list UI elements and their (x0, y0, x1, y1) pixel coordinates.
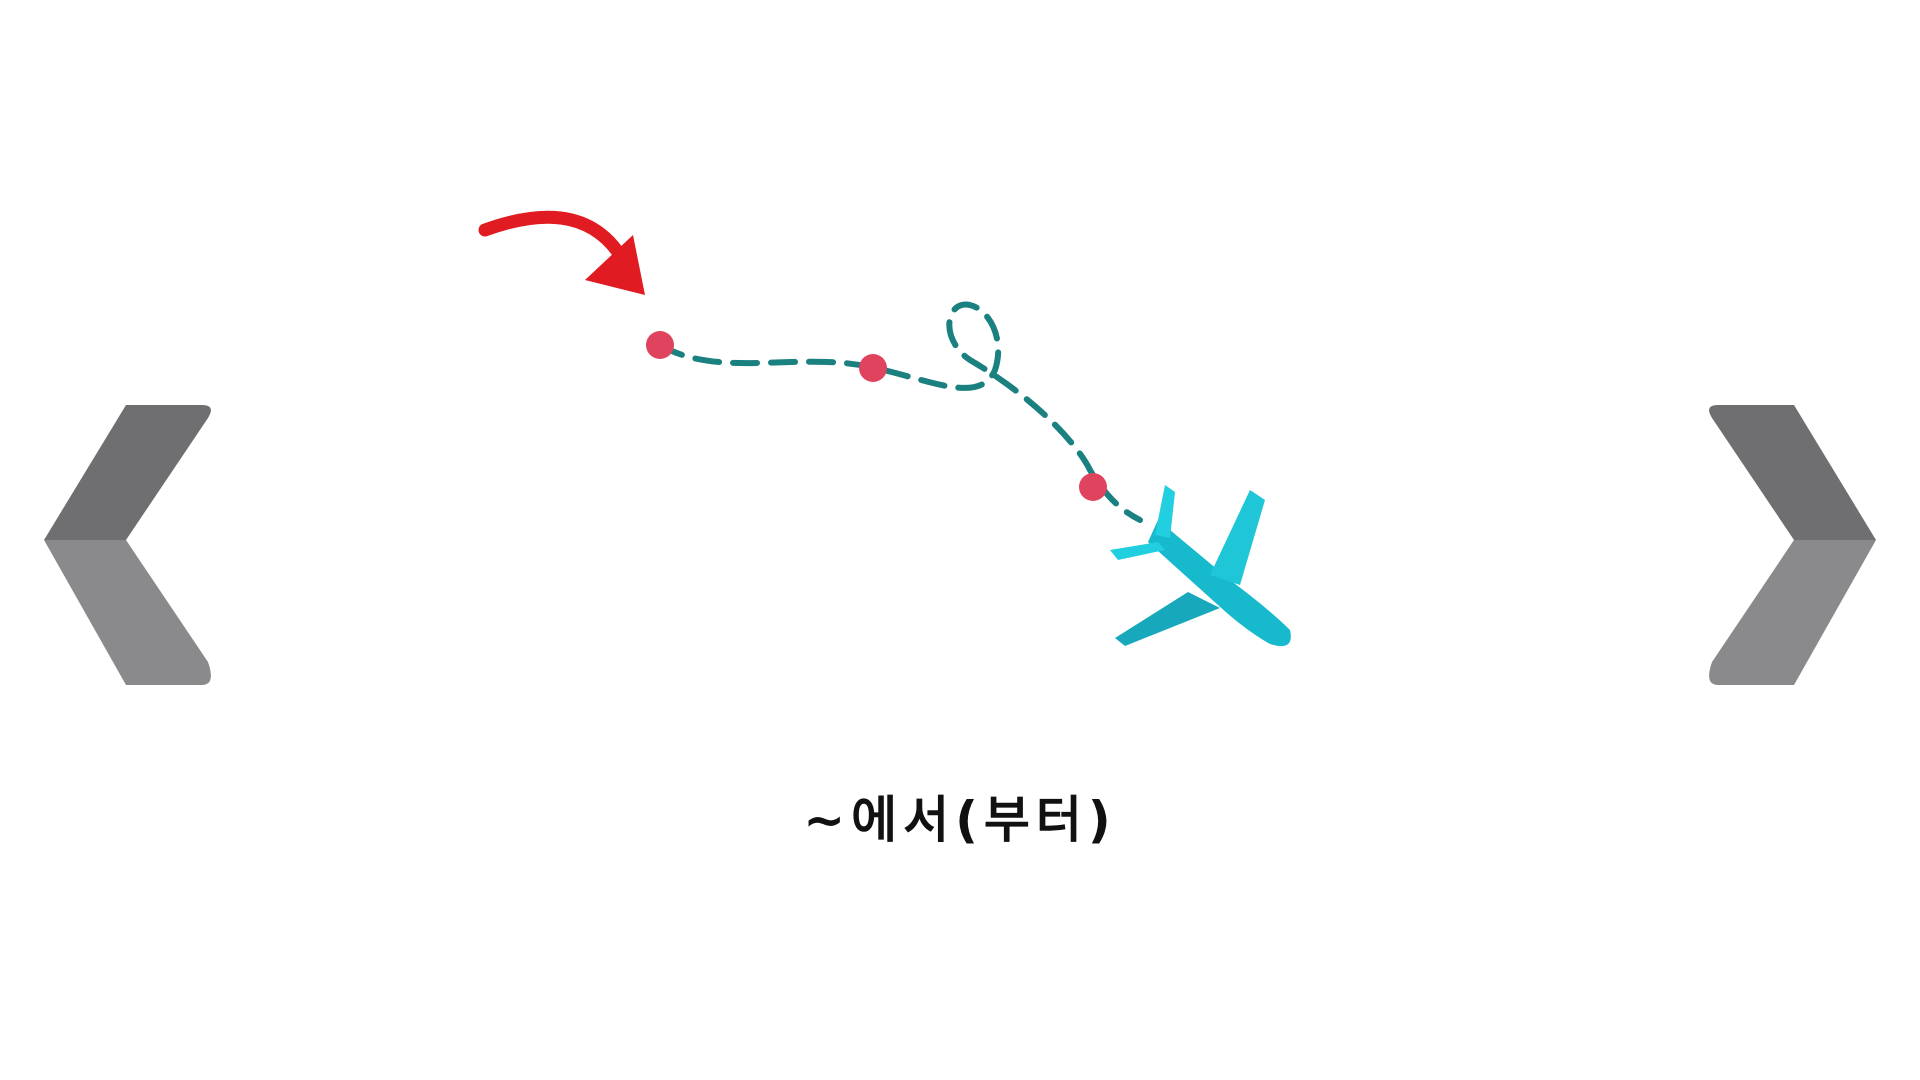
chevron-right-icon (1709, 405, 1876, 685)
waypoint-dot (1079, 473, 1107, 501)
chevron-left-icon (44, 405, 211, 685)
caption-text: ~에서(부터) (803, 791, 1117, 849)
flight-path-illustration (470, 210, 1310, 680)
curved-arrow-icon (478, 210, 645, 295)
next-button[interactable] (1706, 400, 1876, 690)
airplane-icon (1110, 485, 1291, 647)
waypoint-dot (859, 354, 887, 382)
dashed-flight-path (657, 301, 1143, 523)
waypoint-dot (646, 331, 674, 359)
previous-button[interactable] (44, 400, 214, 690)
